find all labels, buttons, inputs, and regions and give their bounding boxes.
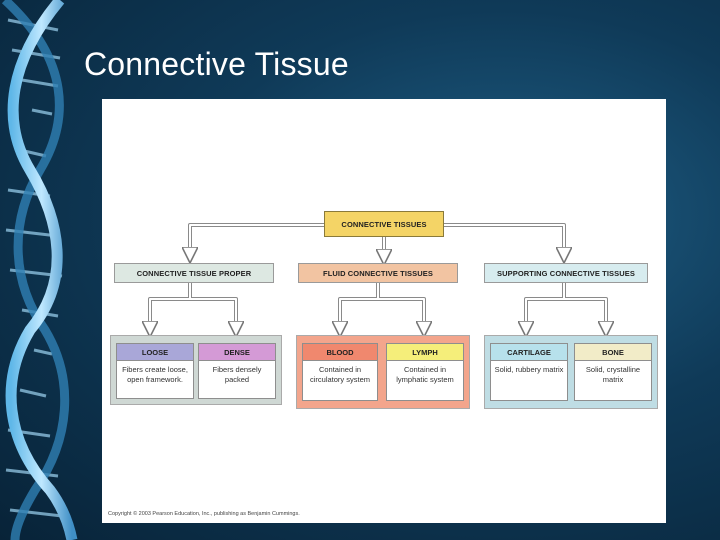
group-label-fluid: FLUID CONNECTIVE TISSUES [323,268,433,278]
item-desc-cartilage: Solid, rubbery matrix [494,365,564,374]
item-loose: LOOSE Fibers create loose, open framewor… [116,343,194,399]
item-label-cartilage: CARTILAGE [491,344,567,361]
group-label-proper: CONNECTIVE TISSUE PROPER [136,268,252,278]
item-lymph: LYMPH Contained in lymphatic system [386,343,464,401]
item-desc-lymph: Contained in lymphatic system [396,365,454,384]
group-label-supporting: SUPPORTING CONNECTIVE TISSUES [497,268,635,278]
item-dense: DENSE Fibers densely packed [198,343,276,399]
item-cartilage: CARTILAGE Solid, rubbery matrix [490,343,568,401]
item-desc-dense: Fibers densely packed [212,365,262,384]
group-header-proper: CONNECTIVE TISSUE PROPER [114,263,274,283]
item-bone: BONE Solid, crystalline matrix [574,343,652,401]
slide-title: Connective Tissue [84,46,349,82]
item-label-dense: DENSE [199,344,275,361]
connector-arrows [102,223,666,523]
dna-helix-decoration [1,0,78,540]
group-header-supporting: SUPPORTING CONNECTIVE TISSUES [484,263,648,283]
item-desc-loose: Fibers create loose, open framework. [122,365,188,384]
item-label-loose: LOOSE [117,344,193,361]
item-label-lymph: LYMPH [387,344,463,361]
item-label-blood: BLOOD [303,344,377,361]
item-desc-blood: Contained in circulatory system [309,365,370,384]
root-box: CONNECTIVE TISSUES [324,211,444,237]
group-header-fluid: FLUID CONNECTIVE TISSUES [298,263,458,283]
dna-strand-back [1,0,70,540]
copyright-notice: Copyright © 2003 Pearson Education, Inc.… [108,511,300,517]
item-blood: BLOOD Contained in circulatory system [302,343,378,401]
item-label-bone: BONE [575,344,651,361]
diagram-panel: CONNECTIVE TISSUES CONNECTIVE TISSUE PRO… [102,99,666,523]
dna-strand-front [5,0,78,540]
root-label: CONNECTIVE TISSUES [341,219,427,229]
item-desc-bone: Solid, crystalline matrix [585,365,641,384]
